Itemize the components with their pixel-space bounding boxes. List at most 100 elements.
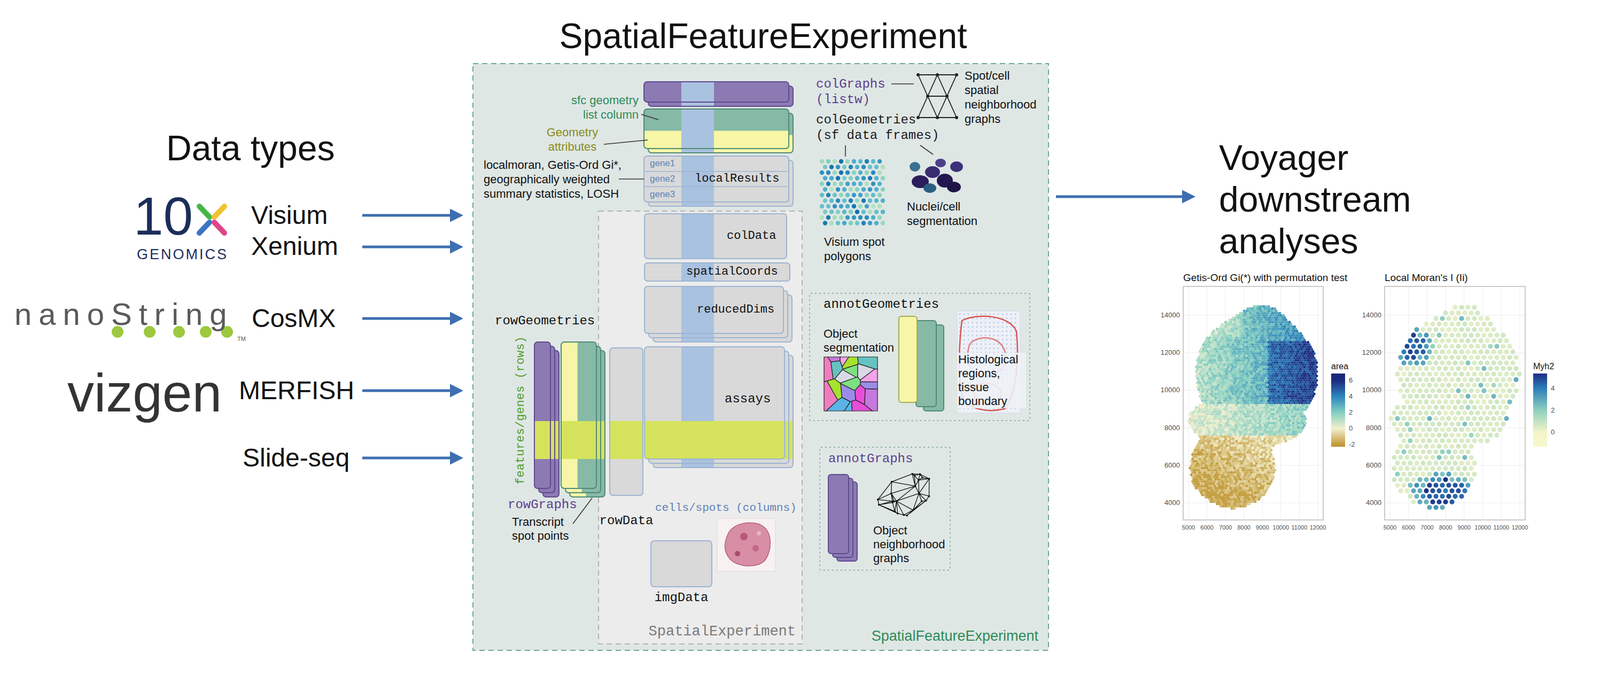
logo-mark: [199, 222, 210, 233]
plot-spots: [1239, 374, 1242, 378]
plot-spots: [1264, 372, 1268, 376]
object-graph-image: [878, 474, 930, 516]
plot-spots: [1257, 350, 1261, 353]
visium-spot-image: [877, 192, 882, 198]
plot-spots: [1272, 309, 1276, 313]
plot-spots: [1300, 370, 1304, 374]
plot-spots: [1239, 338, 1242, 342]
plot-spots: [1198, 376, 1202, 380]
plot-spots: [1247, 327, 1251, 331]
plot-spots: [1209, 343, 1213, 346]
plot-spots: [1276, 361, 1279, 364]
plot-spots: [1296, 354, 1300, 357]
plot-spots: [1239, 379, 1242, 383]
text-holder: Local Moran's I (Ii): [1384, 271, 1469, 284]
plot-spots: [1261, 379, 1264, 383]
plot-spots: [1314, 368, 1317, 371]
plot-spots: [1249, 314, 1253, 317]
plot-spots: [1261, 365, 1264, 369]
plot-spots: [1223, 331, 1226, 335]
plot-spots: [1296, 368, 1300, 371]
tissue-region-image: [997, 339, 1000, 341]
plot-spots: [1197, 370, 1201, 374]
plot-spots: [1283, 365, 1287, 369]
visium-spot-image: [826, 170, 831, 175]
plot-spots: [1245, 336, 1248, 340]
plot-spots: [1298, 365, 1301, 369]
visium-spot-image: [871, 181, 876, 186]
plot-spots: [1264, 331, 1268, 335]
visium-spot-image: [829, 209, 834, 214]
plot-spots: [1309, 345, 1312, 349]
plot-spots: [1237, 345, 1241, 349]
plot-spots: [1267, 309, 1271, 313]
plot-spots: [1204, 343, 1208, 346]
plot-spots: [1212, 356, 1215, 360]
visium-spot-image: [826, 204, 831, 209]
plot-spots: [1198, 359, 1202, 362]
plot-spots: [1292, 331, 1295, 335]
plot-spots: [1263, 312, 1267, 315]
visium-spot-image: [826, 159, 831, 164]
plot-spots: [1306, 354, 1310, 357]
plot-spots: [1229, 356, 1232, 360]
plot-spots: [1213, 376, 1216, 380]
plot-spots: [1209, 338, 1213, 342]
plot-spots: [1299, 331, 1302, 335]
plot-spots: [1252, 318, 1256, 322]
object-graph-image: [928, 477, 931, 480]
visium-spot-image: [839, 159, 844, 164]
plot-spots: [1272, 340, 1276, 344]
visium-spot-image: [845, 215, 850, 220]
plot-spots: [1301, 336, 1305, 340]
plot-spots: [1302, 361, 1306, 364]
plot-spots: [1274, 350, 1278, 353]
plot-spots: [1276, 320, 1279, 324]
plot-spots: [1203, 354, 1207, 357]
plot-spots: [1257, 336, 1261, 340]
plot-spots: [1286, 327, 1290, 331]
plot-spots: [1213, 359, 1216, 362]
plot-spots: [1226, 352, 1230, 355]
plot-spots: [1294, 336, 1297, 340]
plot-spots: [1202, 370, 1206, 374]
plot-spots: [1224, 334, 1227, 338]
plot-spots: [1268, 307, 1272, 310]
plot-spots: [1278, 334, 1281, 338]
plot-spots: [1268, 352, 1272, 355]
plot-spots: [1235, 327, 1239, 331]
plot-spots: [1283, 356, 1287, 360]
plot-spots: [1268, 347, 1272, 351]
plot-spots: [1302, 352, 1306, 355]
plot-spots: [1261, 307, 1264, 310]
plot-spots: [1264, 336, 1268, 340]
plot-spots: [1213, 345, 1216, 349]
plot-spots: [1265, 343, 1269, 346]
plot-spots: [1289, 368, 1293, 371]
plot-spots: [1265, 307, 1269, 310]
visium-spot-image: [842, 164, 847, 169]
text-holder: rowGeometries: [494, 313, 595, 329]
graph-stack: [828, 474, 858, 562]
plot-spots: [1235, 368, 1239, 371]
plot-spots: [1226, 334, 1230, 338]
plot-spots: [1290, 379, 1294, 383]
plot-spots: [1241, 320, 1245, 324]
plot-spots: [1248, 347, 1252, 351]
tissue-region-image: [993, 313, 996, 316]
plot-spots: [1244, 325, 1247, 329]
plot-spots: [1215, 363, 1219, 367]
plot-spots: [1225, 323, 1229, 326]
tissue-region-image: [1002, 322, 1004, 324]
plot-spots: [1259, 352, 1262, 355]
node-label: Local Moran's I (Ii): [1384, 271, 1469, 284]
plot-spots: [1277, 376, 1280, 380]
plot-spots: [1311, 354, 1315, 357]
plot-spots: [1308, 365, 1311, 369]
node-label: spatialCoords: [686, 265, 779, 279]
plot-spots: [1204, 374, 1208, 378]
plot-spots: [1246, 320, 1250, 324]
plot-spots: [1234, 379, 1238, 383]
geometry-stack: [898, 316, 918, 403]
plot-spots: [1276, 312, 1279, 315]
